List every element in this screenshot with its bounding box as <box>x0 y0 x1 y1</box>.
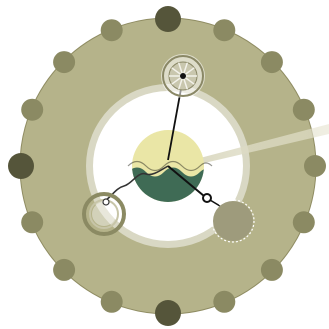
peg-west[interactable] <box>8 153 34 179</box>
peg-south[interactable] <box>155 300 181 326</box>
pinwheel-icon[interactable] <box>161 54 205 98</box>
peg-wnw[interactable] <box>21 99 43 121</box>
peg-east[interactable] <box>304 155 326 177</box>
peg-nnw[interactable] <box>101 19 123 41</box>
peg-ssw[interactable] <box>101 291 123 313</box>
ring-icon[interactable] <box>84 194 124 234</box>
peg-nw[interactable] <box>53 51 75 73</box>
peg-ne[interactable] <box>261 51 283 73</box>
peg-ese[interactable] <box>293 211 315 233</box>
peg-north[interactable] <box>155 6 181 32</box>
peg-ene[interactable] <box>293 99 315 121</box>
peg-sse[interactable] <box>213 291 235 313</box>
peg-sw[interactable] <box>53 259 75 281</box>
peg-nne[interactable] <box>213 19 235 41</box>
peg-wsw[interactable] <box>21 211 43 233</box>
peg-se[interactable] <box>261 259 283 281</box>
